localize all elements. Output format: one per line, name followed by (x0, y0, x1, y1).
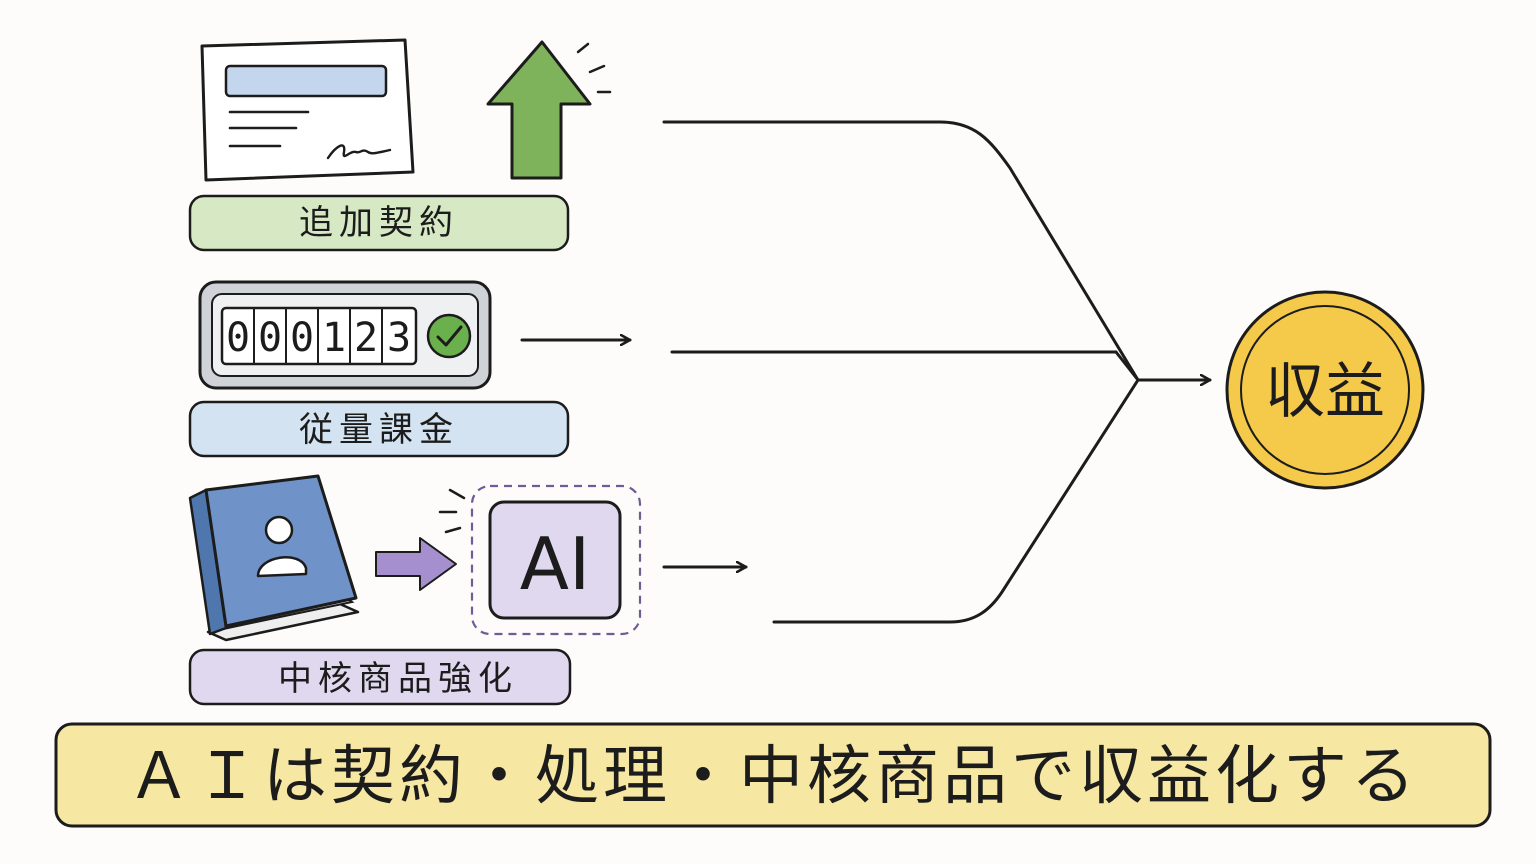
label-pill-additional-contract: 追加契約 (188, 194, 570, 252)
book-icon (188, 474, 360, 642)
check-icon (426, 313, 472, 359)
label-pill-core-product: 中核商品強化 (188, 648, 572, 706)
up-arrow-icon (486, 40, 612, 180)
counter-digit: 0 (290, 315, 314, 361)
purple-arrow-icon (375, 537, 457, 591)
sparkle-lines (438, 488, 466, 534)
counter-digit: 1 (322, 315, 346, 361)
summary-banner: ＡＩは契約・処理・中核商品で収益化する (54, 722, 1492, 828)
ai-text: AI (520, 522, 591, 606)
usage-counter-icon: 0 0 0 1 2 3 (198, 280, 492, 390)
connector-lines (520, 120, 1212, 624)
branch-bottom (772, 378, 1140, 624)
branch-top (662, 120, 1140, 382)
ai-chip-icon: AI (470, 484, 642, 636)
counter-digit: 2 (354, 315, 378, 361)
summary-text: ＡＩは契約・処理・中核商品で収益化する (127, 740, 1419, 814)
label-additional-contract: 追加契約 (299, 203, 459, 243)
label-usage-billing: 従量課金 (299, 410, 459, 450)
counter-digit: 0 (258, 315, 282, 361)
coin-icon: 収益 (1225, 290, 1425, 490)
label-core-product: 中核商品強化 (278, 659, 518, 699)
contract-document-icon (200, 38, 415, 182)
revenue-label: 収益 (1265, 357, 1385, 427)
counter-digit: 0 (226, 315, 250, 361)
branch-middle-join (1114, 350, 1140, 382)
label-pill-usage-billing: 従量課金 (188, 400, 570, 458)
counter-digit: 3 (387, 315, 411, 361)
